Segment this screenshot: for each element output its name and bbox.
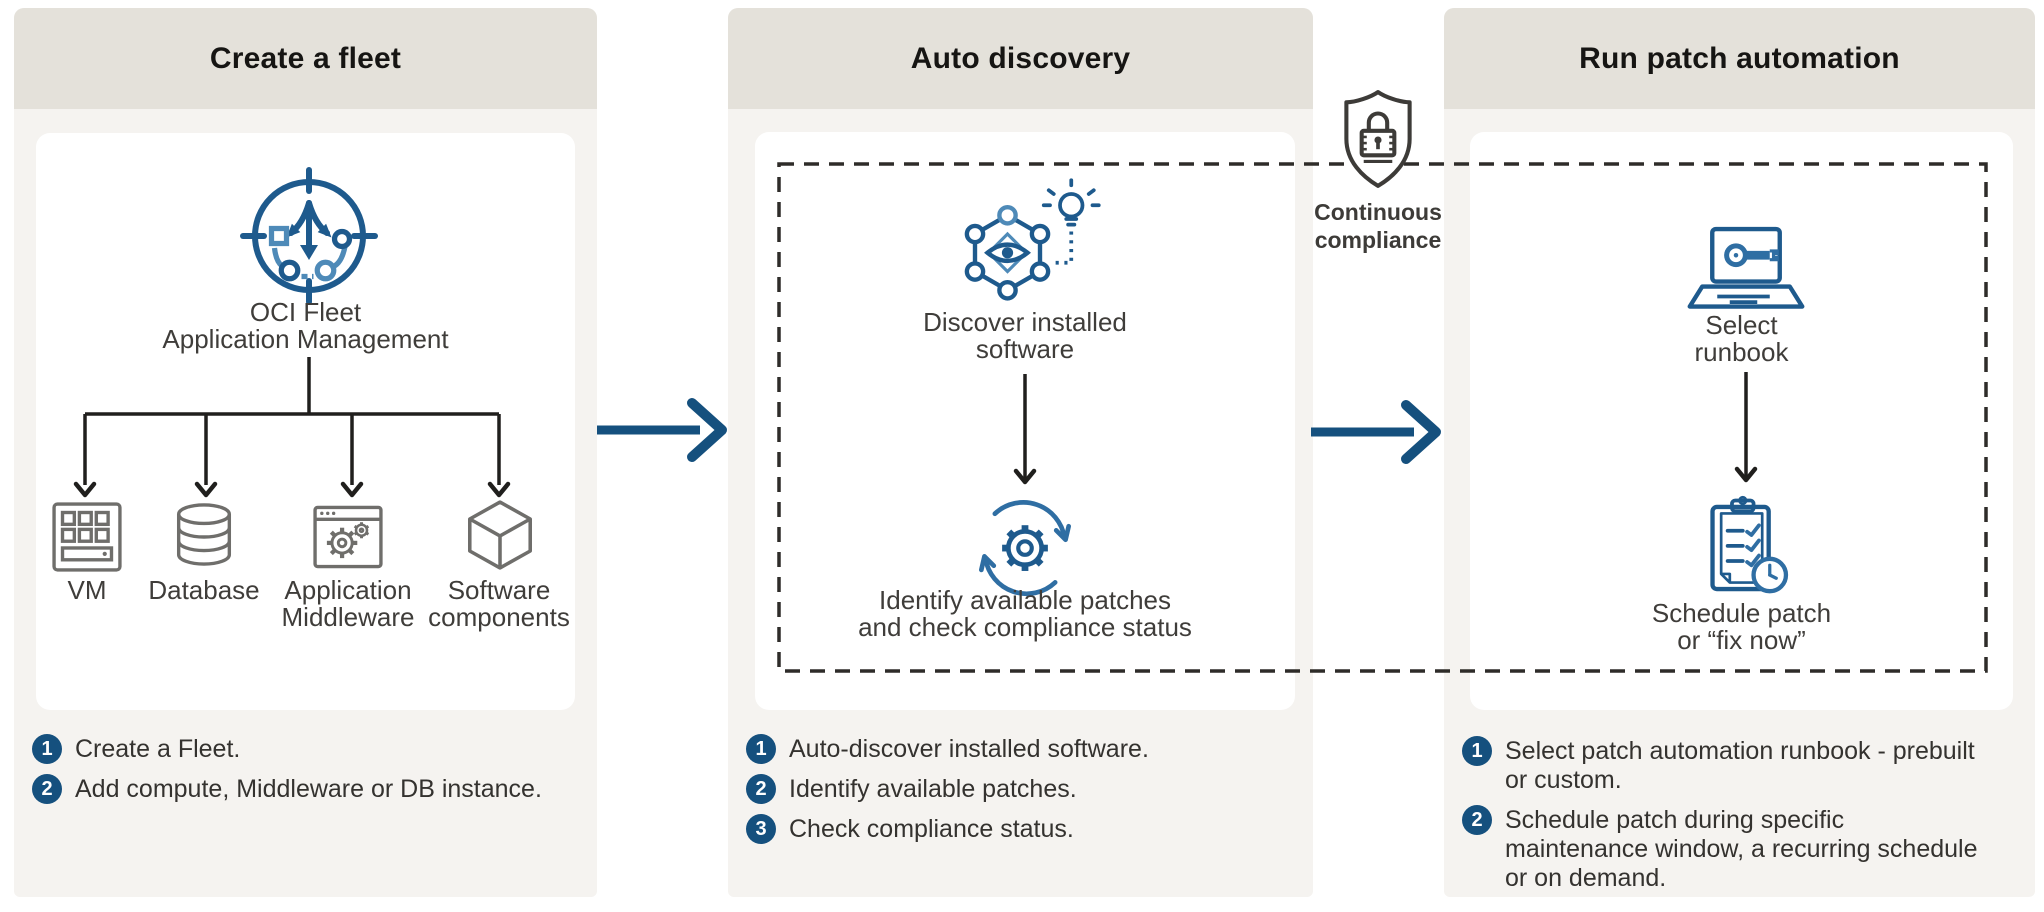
step-item: 2 Add compute, Middleware or DB instance… <box>32 774 577 804</box>
step-item: 1 Create a Fleet. <box>32 734 577 764</box>
software-components-label: Software components <box>428 575 570 632</box>
run-patch-automation-card: Select runbook <box>1470 132 2013 710</box>
step-item: 2 Schedule patch during specific mainten… <box>1462 805 2017 893</box>
step-item: 3 Check compliance status. <box>746 814 1296 844</box>
panel-create-fleet-header: Create a fleet <box>14 8 597 109</box>
software-components-icon <box>468 500 532 570</box>
vm-label: VM <box>67 575 107 605</box>
step-text: Select patch automation runbook - prebui… <box>1505 737 1975 794</box>
continuous-compliance-label: Continuous compliance <box>1314 199 1442 253</box>
continuous-compliance-shield-icon <box>1344 90 1412 188</box>
schedule-patch-label: Schedule patch or “fix now” <box>1651 598 1832 655</box>
create-fleet-steps: 1 Create a Fleet. 2 Add compute, Middlew… <box>32 734 577 804</box>
flow-arrow-create-to-discovery <box>597 398 727 462</box>
application-middleware-icon <box>313 505 383 569</box>
identify-patches-icon <box>978 500 1072 597</box>
step-number-badge: 1 <box>1462 736 1492 766</box>
fleet-hub-label: OCI Fleet Application Management <box>162 297 449 354</box>
step-item: 1 Auto-discover installed software. <box>746 734 1296 764</box>
vm-icon <box>52 502 122 572</box>
fleet-tree-connectors <box>73 357 511 498</box>
step-text: Schedule patch during specific maintenan… <box>1505 806 1978 892</box>
schedule-patch-icon <box>1710 495 1789 594</box>
create-fleet-card: OCI Fleet Application Management <box>36 133 575 710</box>
auto-discovery-card: Discover installed software <box>755 132 1295 710</box>
step-item: 1 Select patch automation runbook - preb… <box>1462 736 2017 795</box>
step-text: Create a Fleet. <box>75 735 241 763</box>
step-number-badge: 2 <box>1462 805 1492 835</box>
panel-run-patch-automation-title: Run patch automation <box>1579 41 1900 75</box>
panel-run-patch-automation-header: Run patch automation <box>1444 8 2035 109</box>
panel-run-patch-automation: Run patch automation Select <box>1444 8 2035 897</box>
step-number-badge: 2 <box>32 774 62 804</box>
identify-patches-label: Identify available patches and check com… <box>858 585 1192 642</box>
panel-auto-discovery: Auto discovery <box>728 8 1313 897</box>
step-number-badge: 1 <box>32 734 62 764</box>
panel-create-fleet-title: Create a fleet <box>209 41 402 75</box>
step-number-badge: 3 <box>746 814 776 844</box>
panel-auto-discovery-header: Auto discovery <box>728 8 1313 109</box>
application-middleware-label: Application Middleware <box>281 575 415 632</box>
database-icon <box>176 503 232 566</box>
step-text: Add compute, Middleware or DB instance. <box>75 775 542 803</box>
flow-arrow-discovery-to-patch <box>1311 400 1441 464</box>
step-text: Check compliance status. <box>789 815 1074 843</box>
run-patch-automation-steps: 1 Select patch automation runbook - preb… <box>1462 736 2017 893</box>
panel-create-fleet: Create a fleet <box>14 8 597 897</box>
step-number-badge: 1 <box>746 734 776 764</box>
fleet-management-icon <box>240 167 378 305</box>
step-text: Identify available patches. <box>789 775 1077 803</box>
step-text: Auto-discover installed software. <box>789 735 1149 763</box>
step-item: 2 Identify available patches. <box>746 774 1296 804</box>
panel-auto-discovery-title: Auto discovery <box>910 41 1131 75</box>
step-number-badge: 2 <box>746 774 776 804</box>
database-label: Database <box>148 575 260 605</box>
auto-discovery-steps: 1 Auto-discover installed software. 2 Id… <box>746 734 1296 844</box>
